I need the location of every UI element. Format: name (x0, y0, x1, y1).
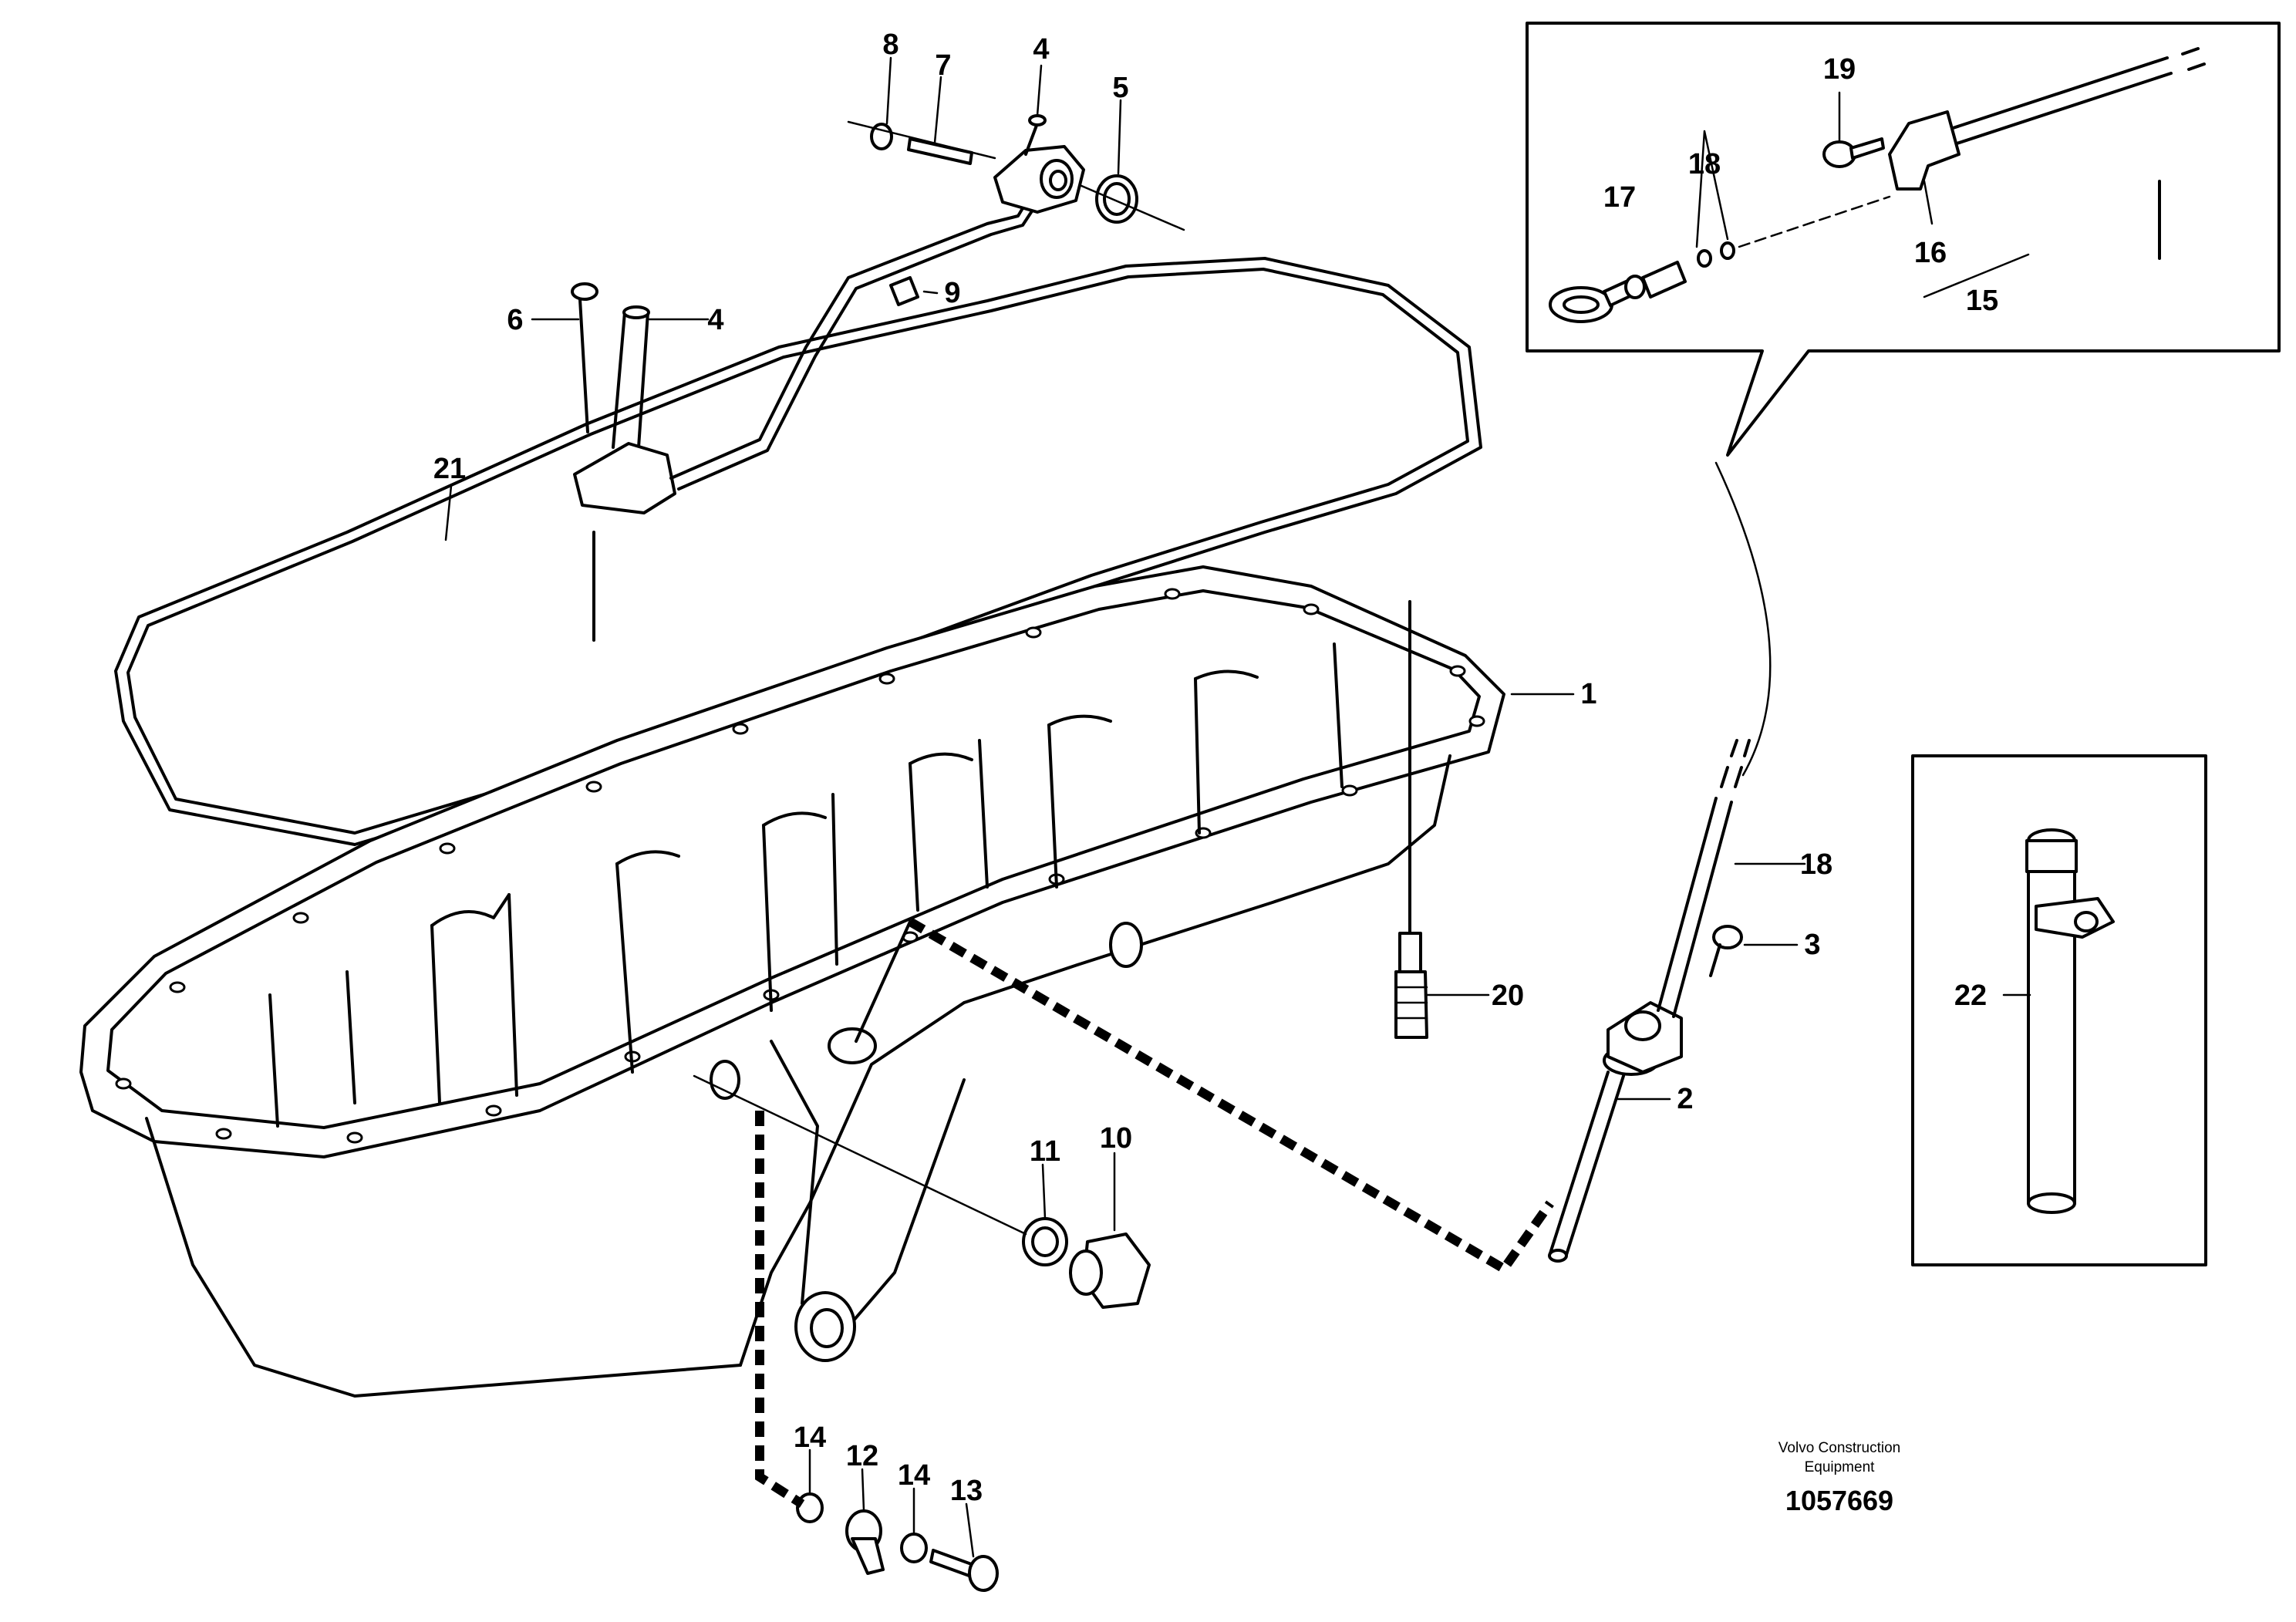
dipstick-2 (1548, 1001, 1683, 1263)
seal-ring-5 (1095, 174, 1138, 224)
illustration-number: 1057669 (1785, 1485, 1893, 1516)
assembly-path-dipstick (907, 917, 1554, 1275)
dipstick-guide-tube (573, 176, 1050, 642)
label-leaders (444, 56, 2031, 1558)
label-11: 11 (1030, 1135, 1060, 1168)
label-18-inset: 18 (1688, 148, 1721, 180)
label-5: 5 (1112, 72, 1128, 104)
publisher-block: Volvo Construction Equipment 1057669 (1778, 1440, 1900, 1516)
label-18: 18 (1800, 848, 1832, 881)
label-20: 20 (1492, 980, 1524, 1012)
stud-7 (907, 137, 973, 165)
bolt-13 (929, 1549, 999, 1592)
detail-inset-dipstick (1526, 22, 2281, 457)
label-12: 12 (846, 1440, 878, 1472)
label-16: 16 (1914, 237, 1947, 269)
dipstick-rod-18 (1657, 739, 1751, 1018)
label-10: 10 (1100, 1122, 1132, 1155)
assembly-path-drain (755, 1111, 805, 1509)
connector-4 (993, 114, 1085, 214)
label-3: 3 (1804, 929, 1820, 961)
label-13: 13 (950, 1475, 983, 1507)
label-8: 8 (882, 29, 899, 61)
banjo-fitting-12 (845, 1509, 885, 1575)
label-19: 19 (1823, 53, 1856, 86)
label-7: 7 (935, 49, 951, 82)
label-21: 21 (433, 453, 466, 485)
publisher-line-2: Equipment (1805, 1459, 1876, 1475)
publisher-line-1: Volvo Construction (1778, 1440, 1900, 1456)
label-6: 6 (507, 304, 523, 336)
label-17: 17 (1603, 181, 1636, 214)
washer-14-right (900, 1533, 928, 1563)
label-4-top: 4 (1033, 33, 1049, 66)
label-22: 22 (1954, 980, 1987, 1012)
clip-9 (889, 276, 919, 306)
part-labels: 1 2 3 4 4 5 6 7 8 9 10 11 12 13 14 14 15… (433, 29, 1998, 1507)
label-2: 2 (1677, 1083, 1693, 1115)
label-9: 9 (944, 277, 960, 309)
label-4-tube: 4 (707, 304, 723, 336)
bolt-3 (1709, 925, 1743, 977)
drain-plug-10 (1069, 1233, 1151, 1309)
leader-inset (1714, 461, 1772, 777)
label-15: 15 (1966, 285, 1998, 317)
label-14-right: 14 (898, 1459, 930, 1492)
detail-inset-tube (1911, 754, 2207, 1266)
washer-11 (1022, 1217, 1068, 1266)
label-14-left: 14 (794, 1421, 826, 1454)
label-1: 1 (1580, 678, 1596, 710)
fitting-20 (1394, 600, 1428, 1039)
bolt-6 (571, 282, 598, 433)
oil-pan (79, 565, 1505, 1398)
